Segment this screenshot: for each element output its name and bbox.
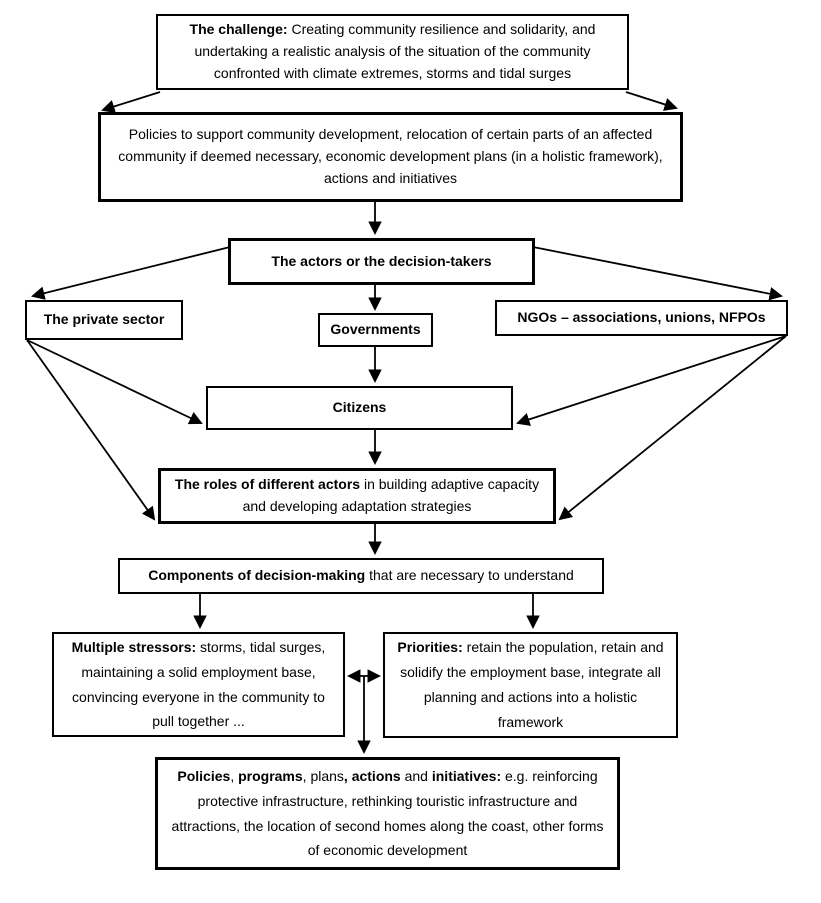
challenge-box: The challenge: Creating community resili… <box>156 14 629 90</box>
arrow-challenge-to-policies-right <box>625 91 678 111</box>
challenge-text: The challenge: Creating community resili… <box>189 21 596 81</box>
roles-text: The roles of different actors in buildin… <box>174 476 540 514</box>
citizens-box: Citizens <box>206 386 513 430</box>
arrow-private-to-citizens <box>26 339 203 425</box>
governments-box: Governments <box>318 313 433 347</box>
arrow-private-to-roles <box>26 339 156 521</box>
citizens-text: Citizens <box>332 399 387 416</box>
ngos-box: NGOs – associations, unions, NFPOs <box>495 300 788 336</box>
arrow-ngos-to-roles <box>558 335 787 521</box>
actors-text: The actors or the decision-takers <box>271 252 492 269</box>
outcomes-box: Policies, programs, plans, actions and i… <box>155 757 620 870</box>
policies-support-text: Policies to support community developmen… <box>118 126 663 186</box>
private-sector-text: The private sector <box>43 311 165 328</box>
arrow-ngos-to-citizens <box>516 335 787 426</box>
private-sector-box: The private sector <box>25 300 183 340</box>
roles-box: The roles of different actors in buildin… <box>158 468 556 524</box>
priorities-text: Priorities: retain the population, retai… <box>397 639 664 730</box>
components-text: Components of decision-making that are n… <box>148 567 574 584</box>
components-box: Components of decision-making that are n… <box>118 558 604 594</box>
multiple-stressors-text: Multiple stressors: storms, tidal surges… <box>71 638 326 730</box>
arrow-challenge-to-policies-left <box>101 91 161 113</box>
outcomes-text: Policies, programs, plans, actions and i… <box>171 767 604 859</box>
ngos-text: NGOs – associations, unions, NFPOs <box>517 309 766 326</box>
arrow-actors-to-private-sector <box>31 246 231 300</box>
multiple-stressors-box: Multiple stressors: storms, tidal surges… <box>52 632 345 737</box>
actors-box: The actors or the decision-takers <box>228 238 535 285</box>
arrow-actors-to-ngos <box>532 246 783 301</box>
priorities-box: Priorities: retain the population, retai… <box>383 632 678 738</box>
governments-text: Governments <box>330 321 421 338</box>
policies-support-box: Policies to support community developmen… <box>98 112 683 202</box>
